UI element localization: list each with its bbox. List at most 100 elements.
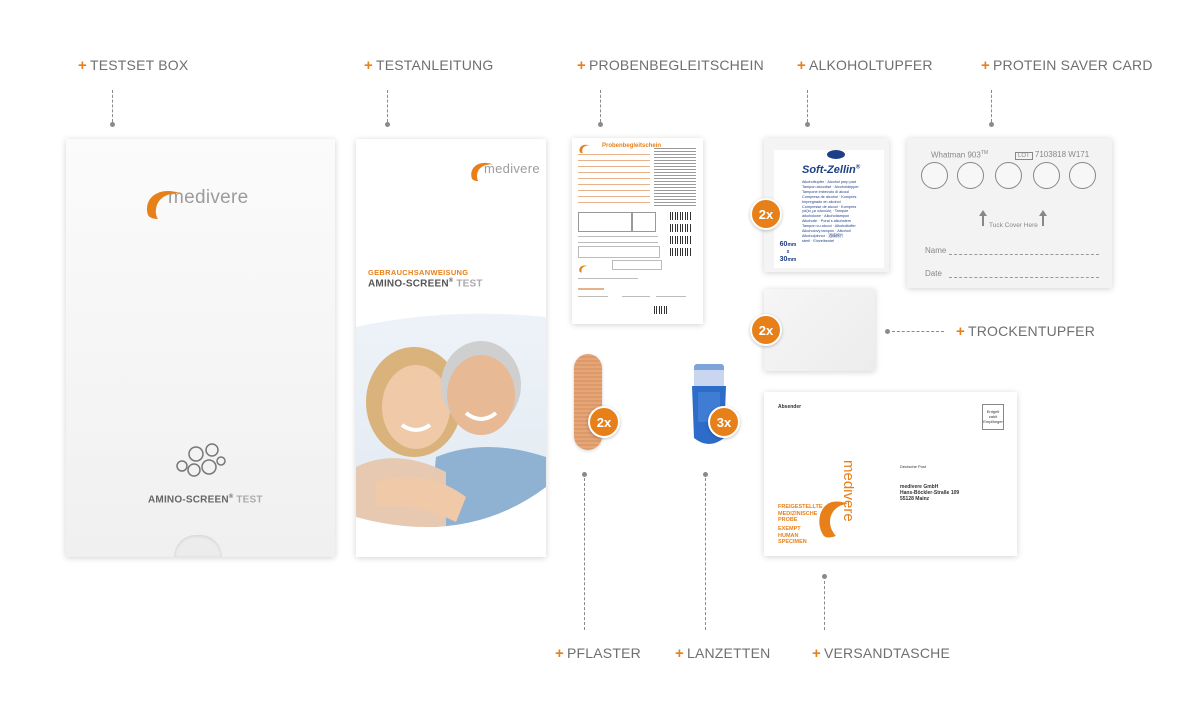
arrow-up-icon [979, 210, 987, 226]
form-fine-print [654, 148, 696, 208]
label-pflaster: +PFLASTER [555, 645, 641, 662]
connector-probenbegleitschein [600, 90, 601, 122]
bubbles-icon [176, 443, 226, 477]
form-field-box [612, 260, 662, 270]
box-thumb-cutout [174, 535, 222, 557]
saver-card-lot: LOT 7103818 W171 [1015, 150, 1089, 160]
envelope-label-de: FREIGESTELLTE MEDIZINISCHE PROBE [778, 504, 823, 523]
connector-dot [110, 122, 115, 127]
connector-testanleitung [387, 90, 388, 122]
manual-subtitle: GEBRAUCHSANWEISUNG [368, 268, 469, 277]
alcohol-pad-text: Alkoholtupfer · Alcohol prep pad Tampon … [802, 180, 859, 243]
form-barcode [670, 224, 692, 232]
form-row [578, 288, 604, 290]
envelope-to-label: Deutsche Post [900, 464, 927, 469]
label-lanzetten: +LANZETTEN [675, 645, 771, 662]
envelope-label-en: EXEMPT HUMAN SPECIMEN [778, 526, 807, 545]
form-field-box [578, 212, 632, 232]
label-alkoholtupfer: +ALKOHOLTUPFER [797, 57, 933, 74]
manual-title: AMINO-SCREEN® TEST [368, 278, 483, 290]
connector-lanzetten [705, 478, 706, 630]
count-badge-lanzetten: 3x [708, 406, 740, 438]
label-trockentupfer: +TROCKENTUPFER [956, 323, 1096, 340]
form-row [578, 172, 650, 173]
medivere-logo-mark-icon [579, 144, 590, 154]
testanleitung-booklet: medivere GEBRAUCHSANWEISUNG AMINO-SCREEN… [356, 139, 546, 557]
form-row [578, 190, 650, 191]
connector-dot [989, 122, 994, 127]
medivere-logo-mark-icon [579, 265, 588, 273]
saver-card-header: Whatman 903TM [931, 150, 989, 160]
form-row [578, 160, 650, 161]
medivere-logo-mark-icon [146, 191, 180, 219]
medivere-logo-mark-icon [471, 162, 493, 182]
saver-card-date-line [949, 277, 1099, 278]
blood-spot-circle [1069, 162, 1096, 189]
alcohol-pad-name: Soft-Zellin® [802, 164, 861, 176]
medivere-logo-text: medivere [168, 187, 249, 208]
envelope-recipient: medivere GmbH Hans-Böckler-Straße 109 55… [900, 484, 960, 502]
count-badge-pflaster: 2x [588, 406, 620, 438]
alcohol-pad-size: 60mm x 30mm [779, 241, 797, 263]
alcohol-pad-inner [774, 150, 884, 268]
blood-spot-circle [921, 162, 948, 189]
form-field-box [632, 212, 656, 232]
connector-dot [885, 329, 890, 334]
label-versandtasche: +VERSANDTASCHE [812, 645, 950, 662]
box-product-name: AMINO-SCREEN® TEST [148, 494, 263, 506]
alkoholtupfer-pad: Soft-Zellin® Alkoholtupfer · Alcohol pre… [764, 138, 889, 272]
count-badge-alkoholtupfer: 2x [750, 198, 782, 230]
form-text-line [578, 296, 608, 297]
form-row [578, 196, 650, 197]
connector-protein-saver-card [991, 90, 992, 122]
connector-testset-box [112, 90, 113, 122]
saver-card-name-line [949, 254, 1099, 255]
saver-card-tuck: Tuck Cover Here [989, 222, 1038, 229]
couple-photo [356, 313, 546, 527]
connector-dot [582, 472, 587, 477]
form-barcode [654, 306, 668, 314]
connector-dot [703, 472, 708, 477]
connector-dot [805, 122, 810, 127]
label-testset-box: +TESTSET BOX [78, 57, 189, 74]
trockentupfer-pad [764, 289, 875, 371]
medivere-logo: medivere [471, 161, 540, 182]
medivere-logo: medivere [146, 187, 249, 219]
envelope-stamp-box: Entgelt zahlt Empfänger [982, 404, 1004, 430]
connector-trockentupfer [892, 331, 944, 332]
blood-spot-circle [1033, 162, 1060, 189]
connector-versandtasche [824, 581, 825, 630]
hartmann-logo-icon [827, 150, 845, 159]
connector-dot [385, 122, 390, 127]
form-text-line [578, 278, 638, 279]
medivere-logo-text: medivere [484, 161, 540, 176]
form-row [578, 166, 650, 167]
medivere-vertical-logo: medivere [819, 460, 854, 538]
saver-card-date-label: Date [925, 269, 942, 278]
blood-spot-circle [957, 162, 984, 189]
form-row [578, 154, 650, 155]
form-text-line [578, 236, 658, 237]
form-row [578, 202, 650, 203]
blood-spot-circle [995, 162, 1022, 189]
connector-alkoholtupfer [807, 90, 808, 122]
form-barcode [670, 212, 692, 220]
testset-box: medivere AMINO-SCREEN® TEST [66, 139, 335, 557]
probenbegleitschein-form: Probenbegleitschein [572, 138, 703, 324]
protein-saver-card: Whatman 903TM LOT 7103818 W171 Tuck Cove… [907, 138, 1112, 288]
form-field-box [578, 246, 660, 258]
connector-dot [822, 574, 827, 579]
form-barcode [670, 248, 692, 256]
form-header: Probenbegleitschein [602, 143, 662, 149]
form-row [578, 184, 650, 185]
count-badge-trockentupfer: 2x [750, 314, 782, 346]
label-probenbegleitschein: +PROBENBEGLEITSCHEIN [577, 57, 764, 74]
form-text-line [622, 296, 650, 297]
versandtasche-envelope: Absender Entgelt zahlt Empfänger mediver… [764, 392, 1017, 556]
saver-card-name-label: Name [925, 246, 947, 255]
connector-dot [598, 122, 603, 127]
arrow-up-icon [1039, 210, 1047, 226]
label-testanleitung: +TESTANLEITUNG [364, 57, 494, 74]
envelope-sender: Absender [778, 404, 802, 410]
label-protein-saver-card: +PROTEIN SAVER CARD [981, 57, 1153, 74]
